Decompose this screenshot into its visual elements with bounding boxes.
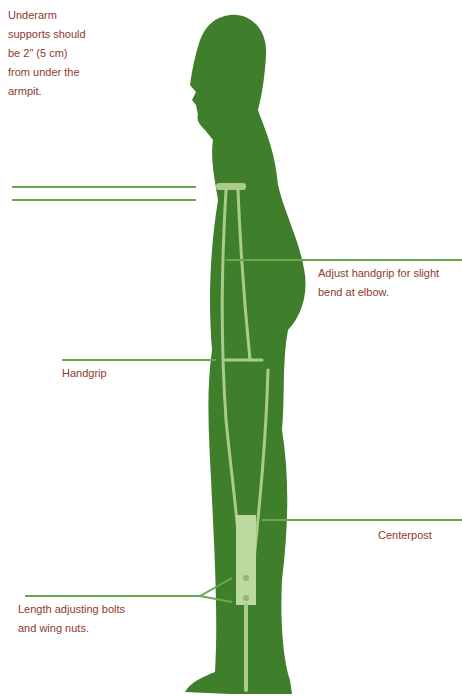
part-label: Handgrip	[60, 364, 154, 383]
leader-line	[262, 519, 462, 521]
part-label: Length adjusting bolts and wing nuts.	[16, 600, 148, 638]
leader-line	[226, 259, 462, 261]
note-text: Adjust handgrip for slight bend at elbow…	[316, 264, 448, 302]
note-text: Underarm supports should be 2" (5 cm) fr…	[6, 6, 92, 101]
leader-line	[62, 359, 216, 361]
part-label: Centerpost	[376, 526, 458, 545]
person-silhouette	[185, 15, 306, 694]
leader-lines	[12, 187, 462, 602]
underarm-pad	[216, 183, 246, 190]
crutch-back-rail	[238, 190, 268, 560]
centerpost	[236, 515, 256, 605]
crutch-tip	[244, 605, 248, 690]
adjusting-bolt	[243, 595, 249, 601]
leader-line	[12, 186, 196, 188]
adjusting-bolt	[243, 575, 249, 581]
handgrip-bar	[224, 359, 262, 362]
leader-line	[12, 199, 196, 201]
leader-line	[200, 596, 232, 602]
leader-bracket	[25, 578, 232, 596]
crutch-front-rail	[222, 190, 240, 560]
